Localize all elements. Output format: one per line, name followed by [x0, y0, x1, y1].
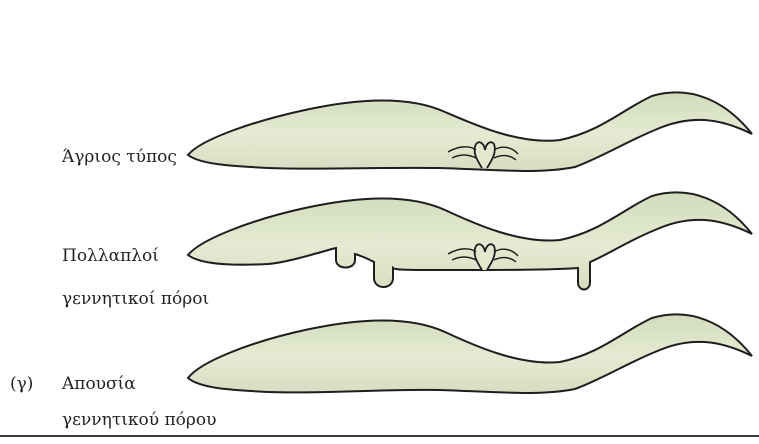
bottom-divider — [0, 435, 759, 437]
label-wild-type: Άγριος τύπος — [62, 145, 177, 169]
worm-multiple-pores — [188, 192, 752, 289]
worm-body — [188, 92, 752, 171]
label-multiple-pores-line1: Πολλαπλοί — [62, 244, 159, 268]
worm-body — [188, 192, 752, 289]
worm-wild-type — [188, 92, 752, 171]
panel-label: (γ) — [10, 372, 33, 396]
label-multiple-pores-line2: γεννητικοί πόροι — [62, 287, 209, 311]
worm-absent-pore — [188, 314, 752, 393]
label-absent-pore-line1: Απουσία — [62, 372, 136, 396]
label-absent-pore-line2: γεννητικού πόρου — [62, 408, 216, 432]
worm-body — [188, 314, 752, 393]
